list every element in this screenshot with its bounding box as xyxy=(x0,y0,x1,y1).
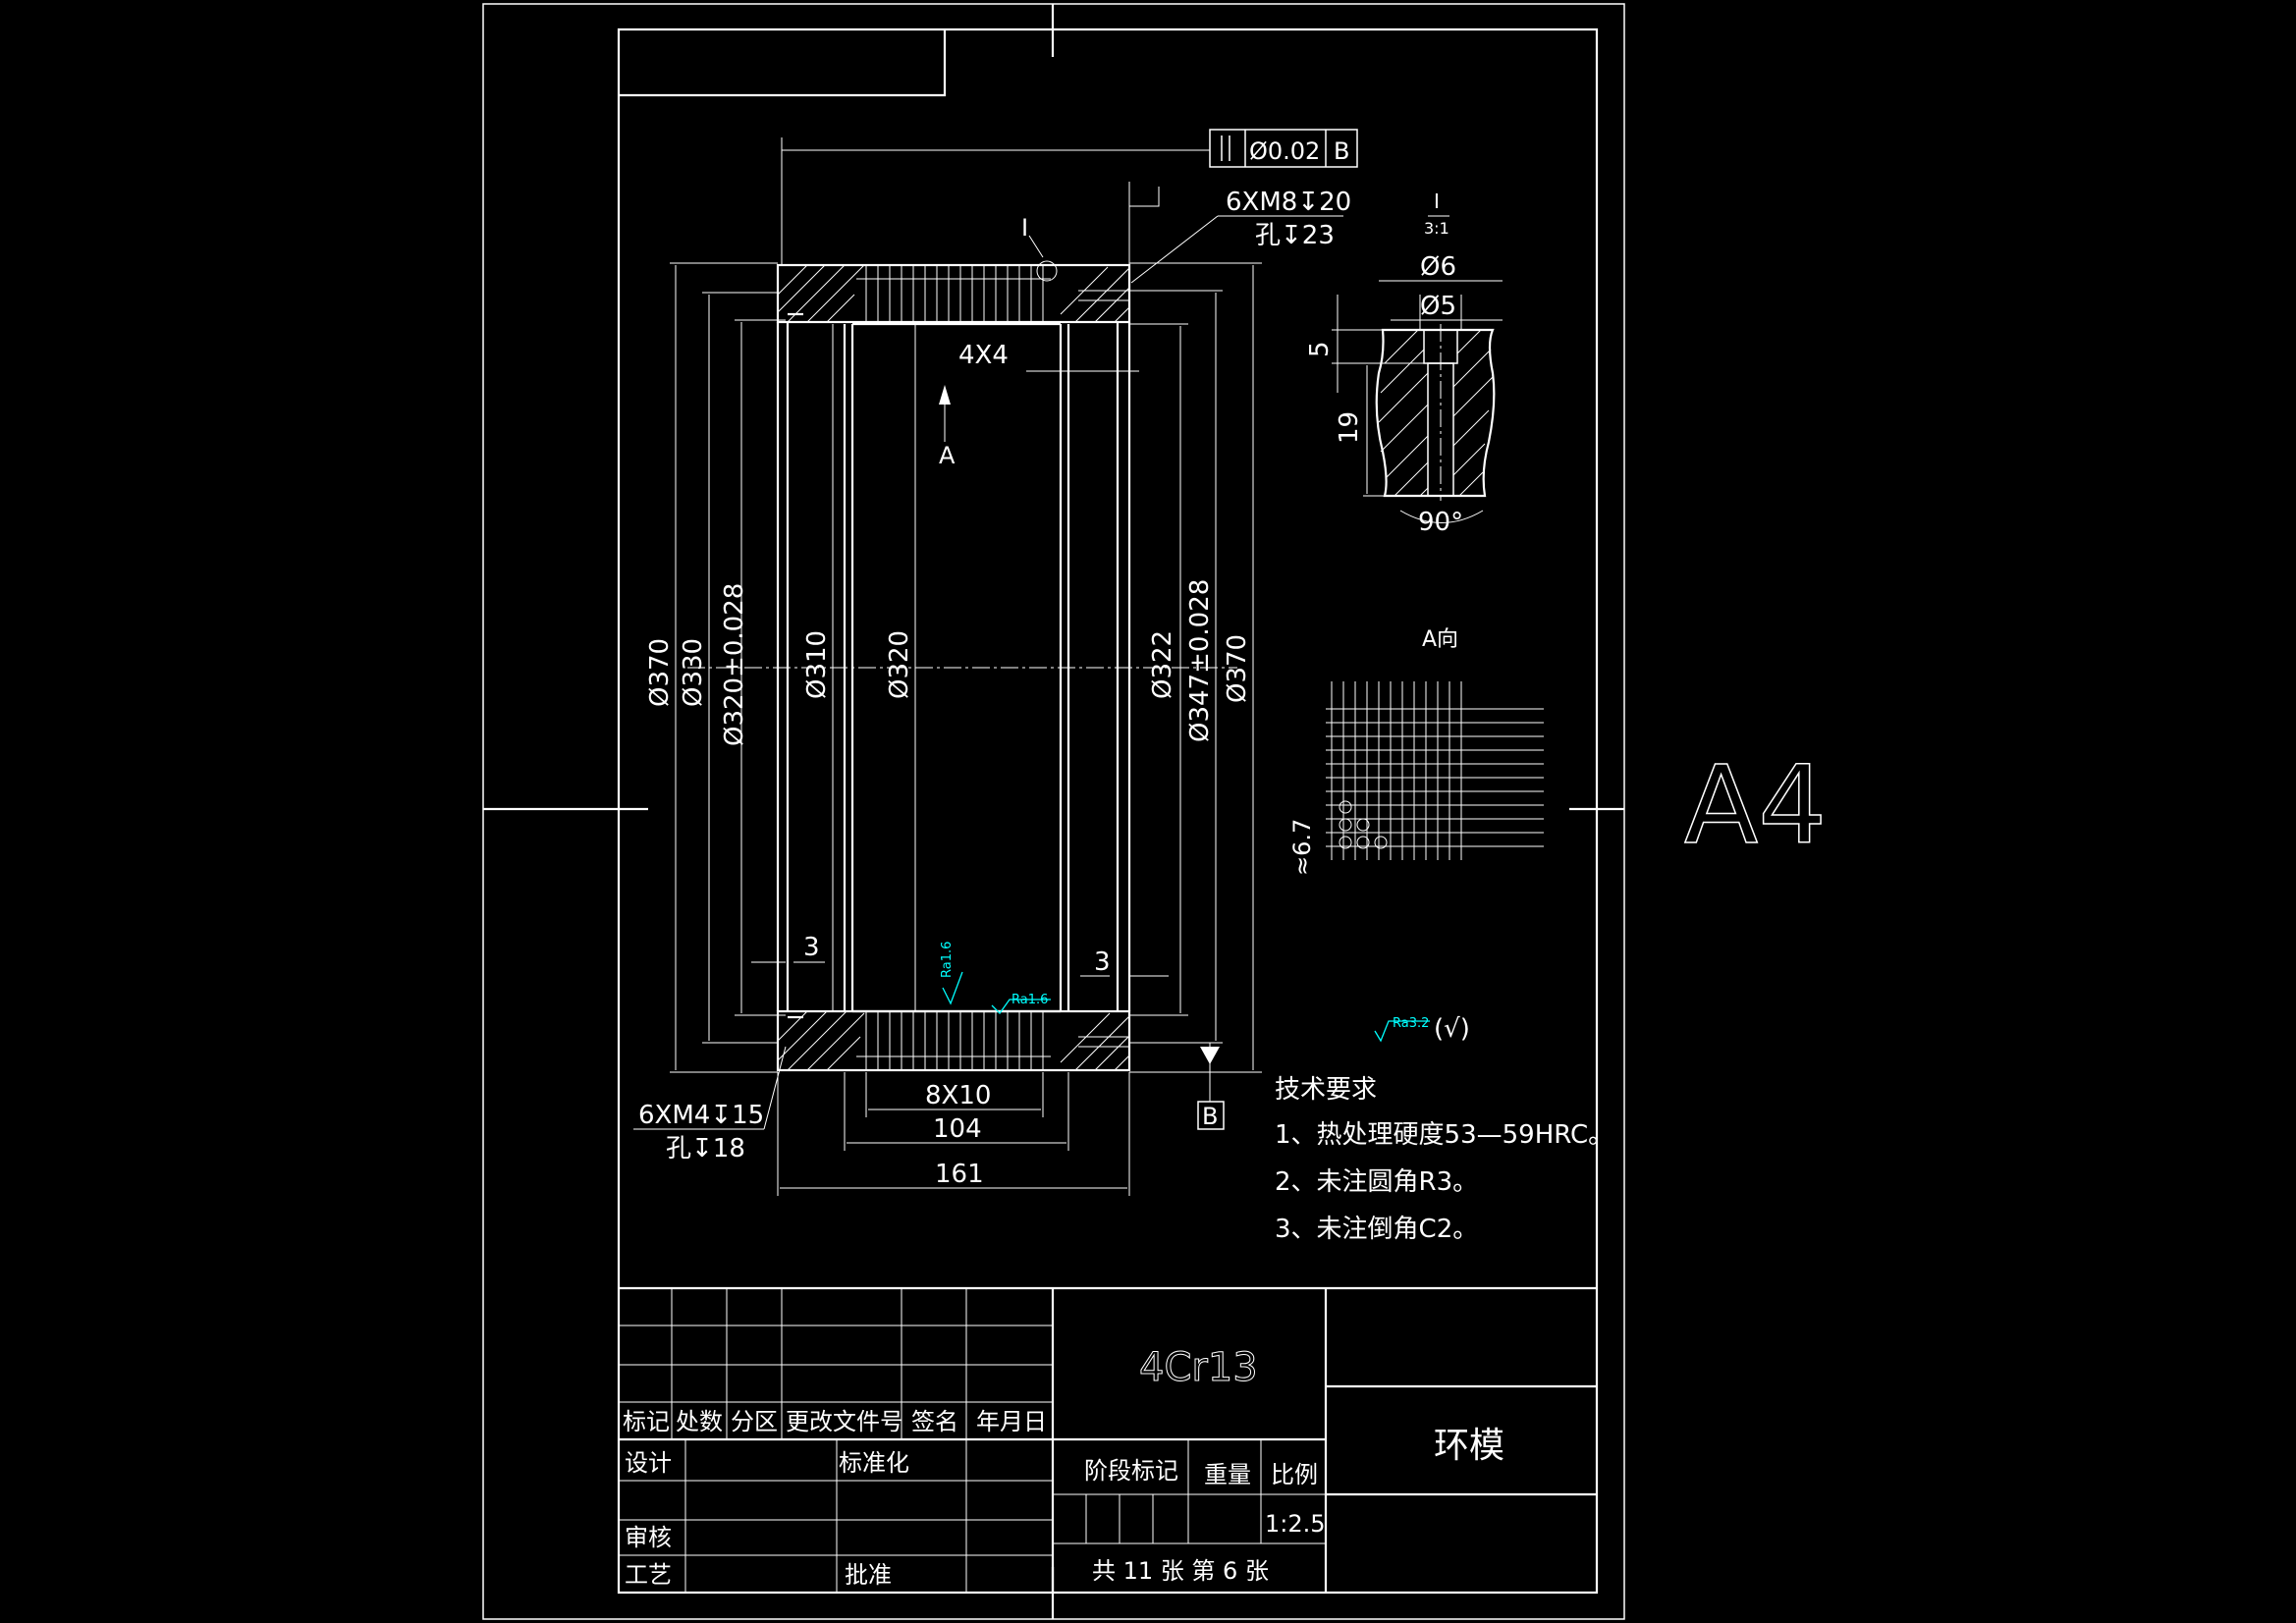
roughness-2: Ra1.6 xyxy=(1011,993,1048,1007)
bottom-wall xyxy=(776,1009,1131,1072)
tech-req-item-2: 2、未注圆角R3。 xyxy=(1275,1167,1478,1197)
tech-req-title: 技术要求 xyxy=(1275,1075,1377,1105)
dim-d322: Ø322 xyxy=(1148,630,1177,699)
tb-rev-header-6: 年月日 xyxy=(976,1408,1047,1435)
detail-title: I xyxy=(1434,189,1440,213)
sheet-size-label: A4 xyxy=(1684,742,1827,868)
tb-weight: 重量 xyxy=(1204,1461,1251,1488)
tb-standardize: 标准化 xyxy=(839,1449,909,1477)
detail-d6: Ø6 xyxy=(1420,252,1456,282)
tb-approve: 批准 xyxy=(845,1561,892,1589)
gdt-tolerance: Ø0.02 xyxy=(1249,137,1320,165)
tech-requirements: 技术要求 1、热处理硬度53—59HRC。 2、未注圆角R3。 3、未注倒角C2… xyxy=(1275,1075,1613,1244)
dim-d320: Ø320 xyxy=(885,630,914,699)
detail-scale: 3:1 xyxy=(1424,219,1449,238)
tech-req-item-3: 3、未注倒角C2。 xyxy=(1275,1215,1478,1244)
roughness-general-suffix: (√) xyxy=(1434,1014,1470,1044)
detail-d5: Ø5 xyxy=(1420,292,1456,321)
left-dimensions xyxy=(670,262,916,1073)
roughness-marks xyxy=(942,971,1430,1043)
tb-scale-value: 1:2.5 xyxy=(1265,1510,1326,1538)
dim-d330: Ø330 xyxy=(679,638,708,707)
dim-d370-left: Ø370 xyxy=(645,638,675,707)
dim-d347-tol: Ø347±0.028 xyxy=(1185,579,1215,742)
tb-material: 4Cr13 xyxy=(1139,1345,1258,1390)
title-block: 4Cr13 环模 标记 处数 分区 更改文件号 签名 年月日 设计 标准化 审核… xyxy=(619,1286,1597,1593)
thread-bottom-note-2: 孔↧18 xyxy=(666,1134,745,1163)
tb-rev-header-1: 标记 xyxy=(623,1408,670,1435)
main-section-view xyxy=(687,260,1237,1072)
tb-rev-header-3: 分区 xyxy=(731,1408,778,1435)
tb-rev-header-5: 签名 xyxy=(911,1408,958,1435)
tb-part-name: 环模 xyxy=(1434,1426,1504,1466)
detail-depth19: 19 xyxy=(1335,411,1364,444)
detail-angle: 90° xyxy=(1418,508,1463,537)
view-a-spacing: ≈6.7 xyxy=(1288,819,1316,876)
thread-top-note-2: 孔↧23 xyxy=(1255,221,1335,250)
view-a-title: A向 xyxy=(1422,627,1458,652)
thread-leaders xyxy=(633,215,1343,1130)
datum-b-label: B xyxy=(1202,1103,1218,1130)
detail-mark: I xyxy=(1021,214,1028,242)
dim-len104: 104 xyxy=(933,1114,982,1144)
top-wall xyxy=(776,260,1131,324)
tb-review: 审核 xyxy=(625,1524,672,1551)
tech-req-item-1: 1、热处理硬度53—59HRC。 xyxy=(1275,1120,1613,1150)
dim-d370-right: Ø370 xyxy=(1223,634,1252,703)
tb-sheets: 共 11 张 第 6 张 xyxy=(1092,1557,1269,1585)
roughness-general: Ra3.2 xyxy=(1393,1016,1429,1031)
dim-d310: Ø310 xyxy=(802,630,832,699)
tb-process: 工艺 xyxy=(625,1561,672,1589)
view-a-holes xyxy=(1339,800,1388,849)
thread-bottom-note-1: 6XM4↧15 xyxy=(638,1101,764,1130)
view-arrow-label: A xyxy=(939,442,956,469)
top-hole-pattern xyxy=(856,265,1051,322)
tb-stage: 阶段标记 xyxy=(1084,1457,1178,1485)
thread-top-note-1: 6XM8↧20 xyxy=(1226,188,1351,217)
detail-depth5: 5 xyxy=(1305,341,1335,357)
view-a-grid xyxy=(1326,681,1544,860)
dim-three-right: 3 xyxy=(1094,947,1111,977)
dim-three-left: 3 xyxy=(803,933,820,962)
tb-ratio: 比例 xyxy=(1271,1461,1318,1488)
bottom-dimensions xyxy=(777,1072,1130,1196)
detail-view xyxy=(1332,215,1503,523)
datum-b xyxy=(1197,1043,1225,1130)
right-dimensions xyxy=(1026,262,1262,1073)
gdt-datum: B xyxy=(1334,137,1349,165)
tb-rev-header-4: 更改文件号 xyxy=(786,1408,903,1435)
view-arrow-a xyxy=(939,385,951,442)
dim-len161: 161 xyxy=(935,1160,984,1189)
roughness-1: Ra1.6 xyxy=(940,942,955,978)
dim-pitch: 8X10 xyxy=(925,1081,991,1110)
tb-rev-header-2: 处数 xyxy=(676,1408,723,1435)
bottom-hole-pattern xyxy=(856,1011,1051,1070)
gdt-frame xyxy=(781,129,1358,265)
dim-d320-tol: Ø320±0.028 xyxy=(720,583,749,746)
tb-design: 设计 xyxy=(625,1449,672,1477)
dim-groove: 4X4 xyxy=(958,341,1009,370)
sheet-frame xyxy=(482,3,1625,1620)
